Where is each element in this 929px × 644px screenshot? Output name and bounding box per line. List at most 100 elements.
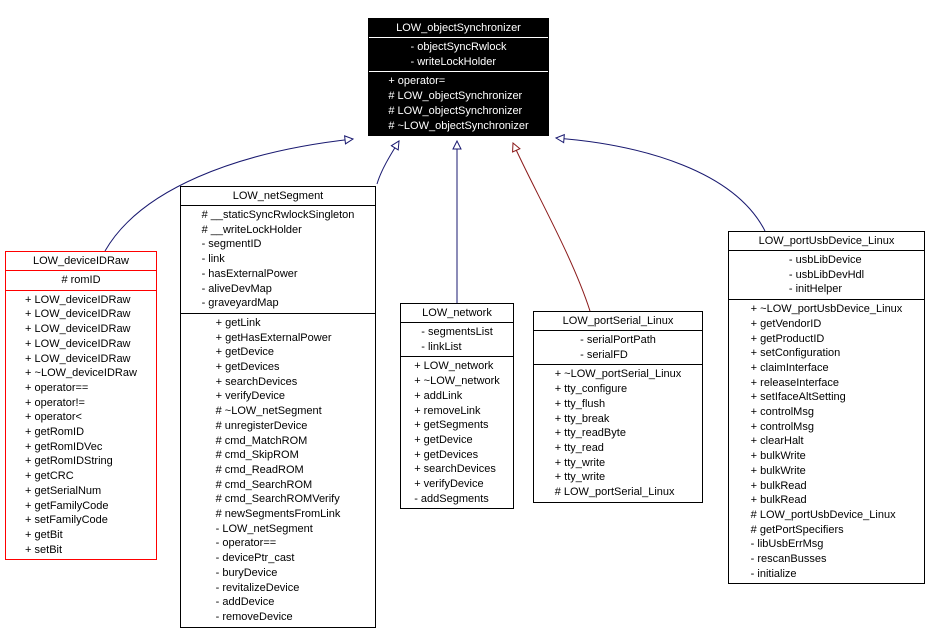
member-row: # __staticSyncRwlockSingleton [201, 209, 355, 221]
member-row: + LOW_deviceIDRaw [25, 337, 131, 350]
methods-section: + getLink + getHasExternalPower + getDevic… [181, 312, 375, 627]
edge-portusb-to-objectsynchronizer [554, 133, 766, 232]
member-row: + LOW_deviceIDRaw [25, 308, 131, 321]
edge-deviceidraw-to-objectsynchronizer [104, 135, 355, 252]
member-row: # ~LOW_objectSynchronizer [388, 119, 529, 132]
member-row: # cmd_SkipROM [215, 449, 299, 462]
member-row: + getRomIDString [25, 455, 113, 468]
member-row: + removeLink [414, 404, 481, 417]
class-title: LOW_portSerial_Linux [562, 315, 674, 327]
member-row: - link [201, 253, 225, 266]
methods-section: + operator= # LOW_objectSynchronizer# LOW… [369, 71, 548, 135]
member-row: # LOW_portUsbDevice_Linux [750, 508, 896, 521]
member-row: # getPortSpecifiers [750, 523, 844, 536]
edge-netsegment-to-objectsynchronizer [376, 140, 400, 185]
member-row: + operator== [25, 381, 89, 394]
member-row: + LOW_deviceIDRaw [25, 293, 131, 306]
member-row: + tty_write [554, 471, 606, 484]
attributes-section: - serialPortPath - serialFD [534, 330, 702, 364]
member-row: + tty_read [554, 441, 604, 454]
member-row: - writeLockHolder [410, 55, 497, 68]
member-row: - revitalizeDevice [215, 581, 300, 594]
member-row: + getFamilyCode [25, 499, 109, 512]
member-row: + getSerialNum [25, 484, 102, 497]
methods-section: + LOW_network+ ~LOW_network+ addLink+ re… [401, 356, 513, 508]
member-row: - devicePtr_cast [215, 552, 295, 565]
class-box-network[interactable]: LOW_network - segmentsList- linkList + L… [400, 303, 514, 510]
member-row: + getVendorID [750, 317, 822, 330]
member-row: # __writeLockHolder [201, 223, 302, 236]
member-row: + ~LOW_portUsbDevice_Linux [750, 303, 903, 316]
member-row: + setBit [25, 543, 63, 556]
methods-section: + ~LOW_portSerial_Linux+ tty_configure+ … [534, 364, 702, 501]
member-row: - serialPortPath [580, 334, 656, 346]
member-row: + tty_write [554, 456, 606, 469]
member-row: + verifyDevice [215, 390, 286, 403]
member-row: + operator!= [25, 396, 85, 409]
member-row: + getDevices [414, 448, 479, 461]
member-row: # cmd_ReadROM [215, 463, 304, 476]
methods-section: + ~LOW_portUsbDevice_Linux+ getVendorID +… [729, 299, 924, 583]
member-row: + operator= [388, 75, 446, 88]
member-row: - usbLibDevHdl [788, 268, 865, 281]
member-row: + bulkRead [750, 479, 807, 492]
attributes-section: - segmentsList- linkList [401, 322, 513, 356]
member-row: + tty_configure [554, 383, 628, 396]
methods-section: + LOW_deviceIDRaw+ LOW_deviceIDRaw+ LOW_… [6, 289, 156, 560]
member-row: + controlMsg [750, 406, 814, 419]
member-row: + getDevice [215, 346, 275, 359]
class-title: LOW_netSegment [232, 190, 324, 202]
member-row: - removeDevice [215, 610, 293, 623]
member-row: + clearHalt [750, 435, 804, 448]
member-row: - graveyardMap [201, 297, 279, 310]
member-row: + ~LOW_portSerial_Linux [554, 368, 682, 381]
member-row: # ~LOW_netSegment [215, 405, 322, 418]
member-row: + getHasExternalPower [215, 331, 332, 344]
member-row: + tty_break [554, 412, 610, 425]
member-row: # cmd_SearchROM [215, 478, 313, 491]
member-row: - hasExternalPower [201, 267, 298, 280]
member-row: + setIfaceAltSetting [750, 391, 846, 404]
member-row: + LOW_network [414, 360, 494, 373]
member-row: + getLink [215, 316, 261, 329]
class-box-netsegment[interactable]: LOW_netSegment # __staticSyncRwlockSingl… [180, 186, 376, 628]
member-row: + getDevices [215, 361, 280, 374]
member-row: + LOW_deviceIDRaw [25, 323, 131, 336]
member-row: - rescanBusses [750, 553, 827, 566]
member-row: # LOW_objectSynchronizer [388, 104, 523, 117]
member-row: + searchDevices [215, 375, 298, 388]
member-row: + bulkRead [750, 494, 807, 507]
member-row: + ~LOW_deviceIDRaw [25, 367, 137, 380]
member-row: - initHelper [788, 283, 843, 296]
member-row: - linkList [421, 340, 462, 353]
class-title: LOW_deviceIDRaw [33, 255, 129, 267]
member-row: # LOW_portSerial_Linux [554, 486, 675, 499]
member-row: + verifyDevice [414, 478, 484, 491]
attributes-section: - objectSyncRwlock- writeLockHolder [369, 37, 548, 71]
member-row: - aliveDevMap [201, 282, 272, 295]
member-row: # romID [61, 274, 101, 286]
class-box-portserial-linux[interactable]: LOW_portSerial_Linux - serialPortPath- s… [533, 311, 703, 503]
member-row: + getSegments [414, 419, 489, 432]
member-row: + addLink [414, 389, 463, 402]
member-row: + tty_readByte [554, 427, 626, 440]
class-box-portusbdevice-linux[interactable]: LOW_portUsbDevice_Linux - usbLibDevice- … [728, 231, 925, 585]
class-box-deviceidraw[interactable]: LOW_deviceIDRaw # romID + LOW_deviceIDRa… [5, 251, 157, 561]
member-row: - segmentID [201, 238, 262, 251]
attributes-section: # __staticSyncRwlockSingleton # __writeLo… [181, 205, 375, 313]
class-box-objectsynchronizer[interactable]: LOW_objectSynchronizer - objectSyncRwloc… [368, 18, 549, 137]
member-row: - addDevice [215, 596, 275, 609]
member-row: + tty_flush [554, 397, 606, 410]
member-row: + LOW_deviceIDRaw [25, 352, 131, 365]
class-title: LOW_network [422, 307, 492, 319]
member-row: + getRomID [25, 426, 85, 439]
member-row: + getProductID [750, 332, 825, 345]
member-row: - serialFD [580, 348, 628, 361]
member-row: + searchDevices [414, 463, 496, 476]
member-row: - usbLibDevice [788, 254, 862, 266]
member-row: + bulkWrite [750, 450, 806, 463]
member-row: + controlMsg [750, 420, 814, 433]
member-row: # LOW_objectSynchronizer [388, 90, 523, 103]
attributes-section: # romID [6, 270, 156, 290]
member-row: + setConfiguration [750, 347, 841, 360]
